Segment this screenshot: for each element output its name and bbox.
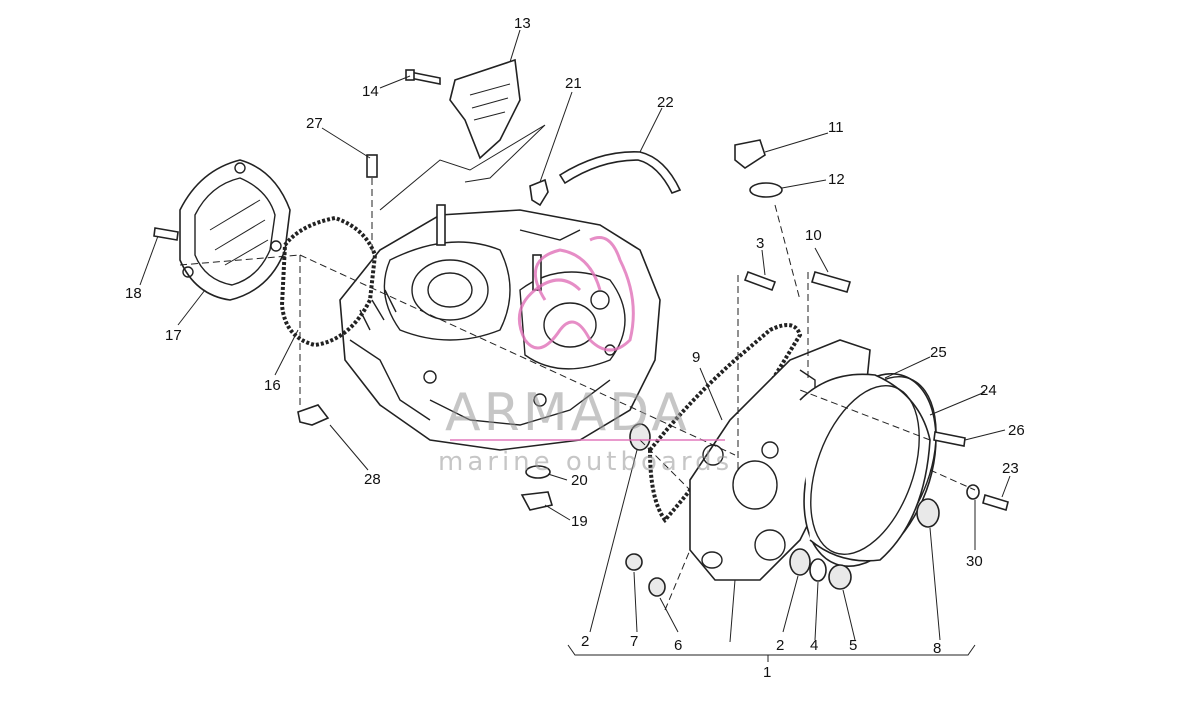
callout-27: 27: [306, 115, 323, 132]
washer-30: [966, 484, 980, 500]
callout-8: 8: [933, 640, 941, 657]
callout-1: 1: [763, 664, 771, 681]
bolt-26: [933, 431, 966, 447]
callout-2-right: 2: [776, 637, 784, 654]
screw-23: [982, 493, 1009, 512]
callout-9: 9: [692, 349, 700, 366]
callout-10: 10: [805, 227, 822, 244]
callout-26: 26: [1008, 422, 1025, 439]
bolt-3: [743, 270, 777, 292]
bushing-6: [648, 577, 666, 597]
nut-5: [828, 564, 852, 590]
left-cover-gasket: [279, 215, 378, 348]
breather-hose: [558, 151, 682, 195]
callout-6: 6: [674, 637, 682, 654]
washer-20: [525, 465, 551, 479]
callout-labels: 13 14 27 21 22 11 12 3 10 18 17 16 9 25 …: [125, 15, 1025, 681]
callout-22: 22: [657, 94, 674, 111]
callout-12: 12: [828, 171, 845, 188]
assembly-guides: [179, 124, 976, 611]
callout-2-left: 2: [581, 633, 589, 650]
callout-25: 25: [930, 344, 947, 361]
callout-17: 17: [165, 327, 182, 344]
screw-18: [153, 227, 179, 241]
callout-14: 14: [362, 83, 379, 100]
watermark-brand: ARMADA: [445, 383, 690, 443]
callout-3: 3: [756, 235, 764, 252]
seal-2-right: [789, 548, 811, 576]
watermark: ARMADA marine outboards: [438, 236, 733, 477]
bolt-10: [811, 271, 851, 293]
chain-guard: [449, 58, 521, 160]
bushing-7: [625, 553, 643, 571]
callout-7: 7: [630, 633, 638, 650]
crankcase: [339, 204, 661, 451]
seal-2-left: [629, 423, 651, 451]
washer-12: [749, 182, 783, 198]
callout-24: 24: [980, 382, 997, 399]
leader-lines: [139, 29, 1011, 662]
callout-16: 16: [264, 377, 281, 394]
elbow-fitting: [529, 178, 549, 207]
callout-23: 23: [1002, 460, 1019, 477]
callout-13: 13: [514, 15, 531, 32]
callout-19: 19: [571, 513, 588, 530]
bolt-27: [366, 154, 378, 178]
callout-11: 11: [828, 119, 844, 136]
filler-cap: [734, 139, 766, 169]
clip-28: [297, 404, 330, 426]
callout-20: 20: [571, 472, 588, 489]
drain-plug: [520, 491, 554, 511]
outer-cover: [799, 373, 937, 567]
callout-21: 21: [565, 75, 582, 92]
callout-5: 5: [849, 637, 857, 654]
callout-28: 28: [364, 471, 381, 488]
watermark-tagline: marine outboards: [438, 447, 733, 477]
washer-4: [809, 558, 827, 582]
callout-30: 30: [966, 553, 983, 570]
left-cover: [179, 159, 291, 301]
callout-18: 18: [125, 285, 142, 302]
callout-4: 4: [810, 637, 818, 654]
knob-8: [916, 498, 940, 528]
